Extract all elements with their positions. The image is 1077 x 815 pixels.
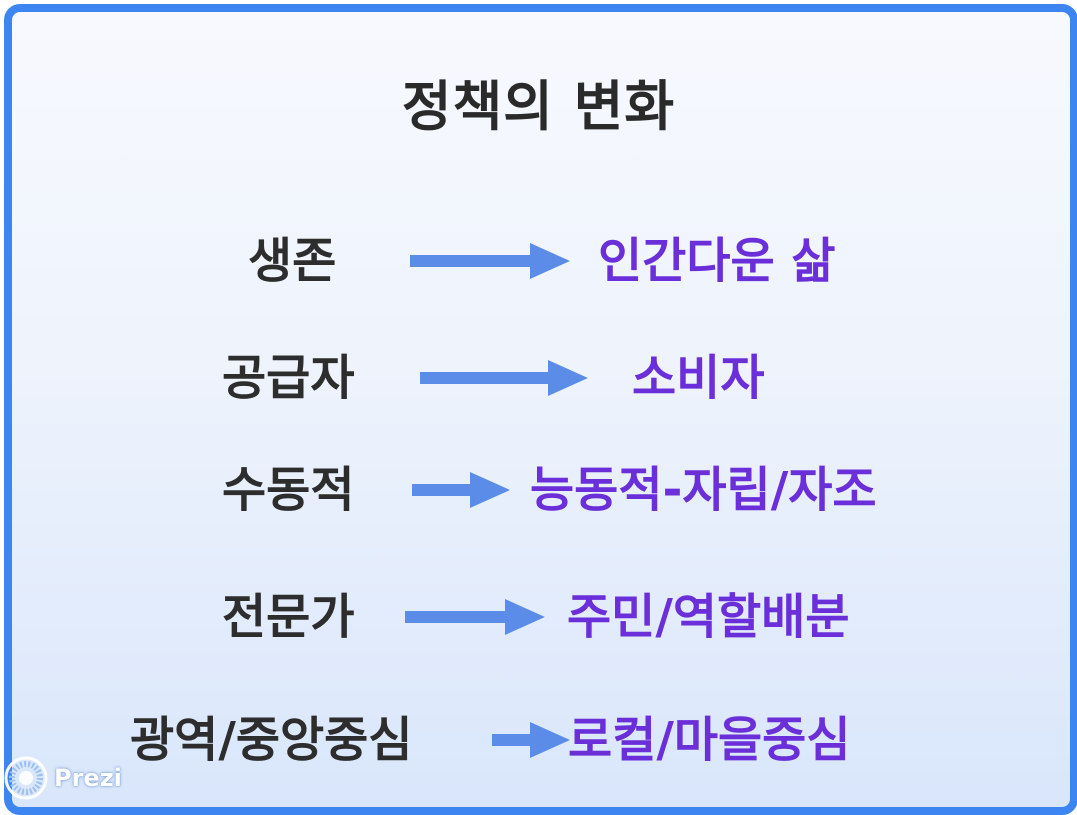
from-label: 생존 bbox=[248, 233, 337, 289]
prezi-logo-text: Prezi bbox=[54, 764, 122, 792]
to-label: 능동적-자립/자조 bbox=[530, 462, 877, 518]
from-label: 전문가 bbox=[222, 589, 355, 645]
change-row-2: 공급자 소비자 bbox=[0, 343, 1077, 413]
prezi-logo-icon bbox=[4, 756, 48, 800]
change-row-1: 생존 인간다운 삶 bbox=[0, 226, 1077, 296]
change-row-3: 수동적 능동적-자립/자조 bbox=[0, 455, 1077, 525]
to-label: 인간다운 삶 bbox=[598, 233, 836, 289]
slide-frame bbox=[4, 4, 1077, 815]
from-label: 공급자 bbox=[222, 350, 355, 406]
right-arrow-icon bbox=[405, 599, 545, 635]
right-arrow-icon bbox=[412, 472, 510, 508]
right-arrow-icon bbox=[410, 243, 570, 279]
from-label: 수동적 bbox=[222, 462, 355, 518]
change-row-4: 전문가 주민/역할배분 bbox=[0, 582, 1077, 652]
from-label: 광역/중앙중심 bbox=[130, 712, 413, 768]
change-row-5: 광역/중앙중심 로컬/마을중심 bbox=[0, 705, 1077, 775]
to-label: 주민/역할배분 bbox=[567, 589, 850, 645]
right-arrow-icon bbox=[420, 360, 588, 396]
to-label: 로컬/마을중심 bbox=[568, 712, 851, 768]
prezi-logo: Prezi bbox=[0, 752, 130, 802]
to-label: 소비자 bbox=[632, 350, 765, 406]
slide-title: 정책의 변화 bbox=[401, 75, 676, 138]
right-arrow-icon bbox=[492, 722, 570, 758]
